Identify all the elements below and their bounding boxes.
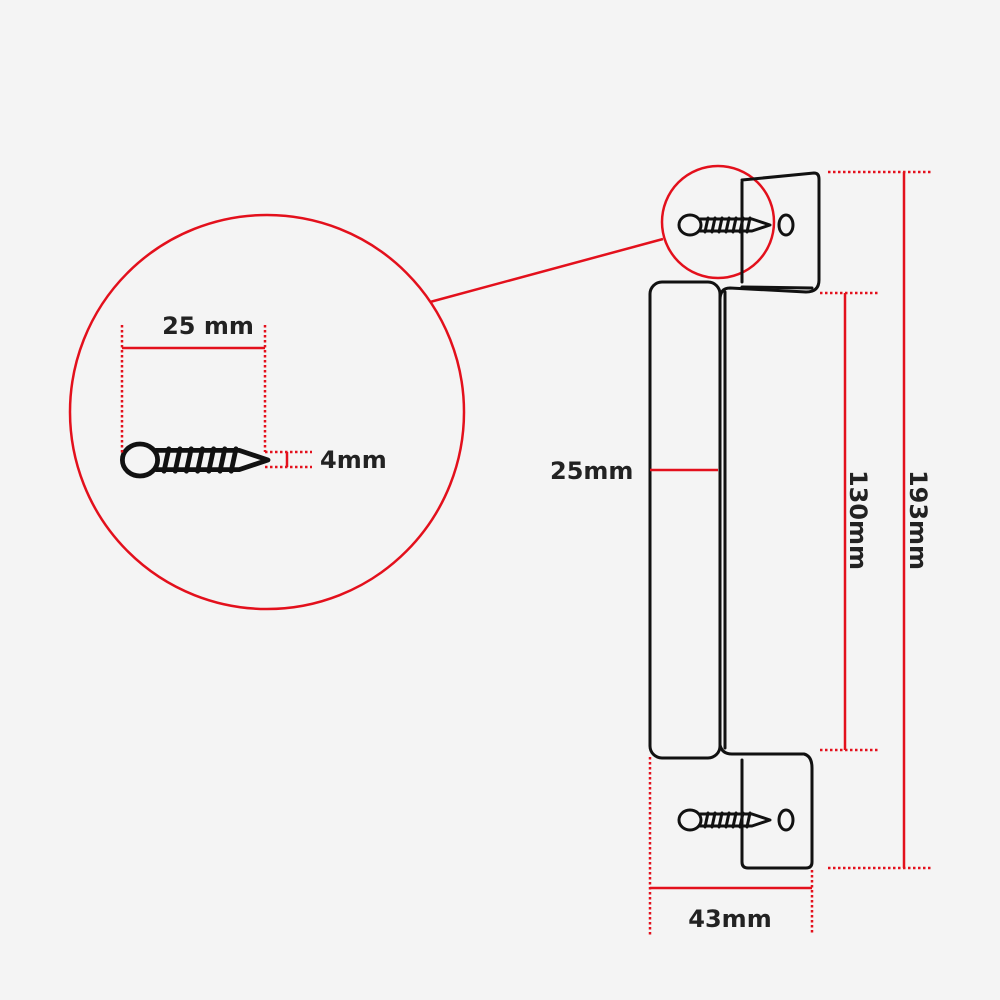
handle-drawing (648, 171, 821, 870)
label-depth: 43mm (688, 905, 771, 933)
label-grip-length: 130mm (844, 470, 872, 570)
label-screw-length: 25 mm (162, 312, 254, 340)
label-handle-width: 25mm (550, 457, 633, 485)
label-screw-diameter: 4mm (320, 446, 387, 474)
detail-circle (68, 213, 466, 611)
magnifier-circle (660, 164, 776, 280)
label-total-length: 193mm (904, 470, 932, 570)
screw-top-icon (677, 213, 795, 237)
callout-line (429, 237, 664, 304)
screw-detail-icon (122, 444, 268, 476)
screw-bottom-icon (677, 808, 795, 832)
